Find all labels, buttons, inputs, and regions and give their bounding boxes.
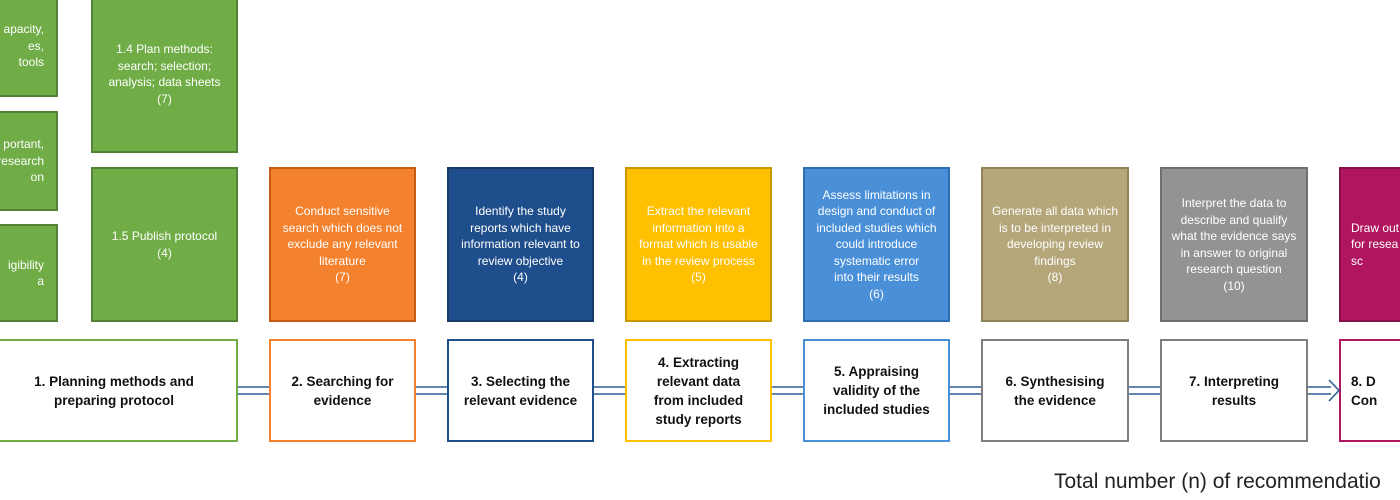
planning-box-eligibility-text: igibility a: [7, 257, 44, 289]
recommendation-synthesising-text: Generate all data which is to be interpr…: [991, 204, 1119, 285]
connector-7-8-arrowhead: [1328, 379, 1341, 402]
step-planning-label: 1. Planning methods and preparing protoc…: [34, 373, 194, 408]
recommendation-box-searching: Conduct sensitive search which does not …: [269, 167, 416, 322]
step-interpreting-label: 7. Interpreting results: [1188, 373, 1279, 408]
planning-box-plan-methods: 1.4 Plan methods: search; selection; ana…: [91, 0, 238, 153]
recommendation-box-selecting: Identify the study reports which have in…: [447, 167, 594, 322]
step-selecting-label: 3. Selecting the relevant evidence: [463, 373, 578, 408]
recommendation-box-synthesising: Generate all data which is to be interpr…: [981, 167, 1129, 322]
planning-box-publish-protocol-text: 1.5 Publish protocol (4): [111, 229, 218, 260]
step-box-appraising: 5. Appraising validity of the included s…: [803, 339, 950, 442]
step-appraising-label: 5. Appraising validity of the included s…: [823, 364, 930, 417]
planning-box-plan-methods-text: 1.4 Plan methods: search; selection; ana…: [108, 42, 221, 106]
recommendation-box-appraising: Assess limitations in design and conduct…: [803, 167, 950, 322]
step-extracting-label: 4. Extracting relevant data from include…: [653, 354, 744, 427]
planning-box-capacity: apacity, es, tools: [0, 0, 58, 97]
step-box-synthesising: 6. Synthesising the evidence: [981, 339, 1129, 442]
recommendation-box-conclusions: Draw out for resea sc: [1339, 167, 1400, 322]
recommendation-interpreting-text: Interpret the data to describe and quali…: [1171, 196, 1297, 293]
step-synthesising-label: 6. Synthesising the evidence: [1005, 373, 1105, 408]
footer-caption: Total number (n) of recommendatio: [1054, 470, 1381, 493]
planning-box-research-question-text: portant, research on: [0, 137, 44, 185]
step-box-selecting: 3. Selecting the relevant evidence: [447, 339, 594, 442]
step-box-searching: 2. Searching for evidence: [269, 339, 416, 442]
step-box-planning: 1. Planning methods and preparing protoc…: [0, 339, 238, 442]
recommendation-extracting-text: Extract the relevant information into a …: [639, 204, 758, 285]
step-searching-label: 2. Searching for evidence: [291, 373, 394, 408]
planning-box-capacity-text: apacity, es, tools: [3, 22, 44, 70]
recommendation-selecting-text: Identify the study reports which have in…: [461, 204, 580, 285]
step-box-extracting: 4. Extracting relevant data from include…: [625, 339, 772, 442]
recommendation-searching-text: Conduct sensitive search which does not …: [282, 204, 403, 285]
recommendation-box-extracting: Extract the relevant information into a …: [625, 167, 772, 322]
planning-box-publish-protocol: 1.5 Publish protocol (4): [91, 167, 238, 322]
recommendation-appraising-text: Assess limitations in design and conduct…: [816, 187, 937, 301]
recommendation-conclusions-text: Draw out for resea sc: [1351, 220, 1400, 268]
step-box-interpreting: 7. Interpreting results: [1160, 339, 1308, 442]
planning-box-eligibility: igibility a: [0, 224, 58, 322]
planning-box-research-question: portant, research on: [0, 111, 58, 211]
step-box-conclusions: 8. D Con: [1339, 339, 1400, 442]
recommendation-box-interpreting: Interpret the data to describe and quali…: [1160, 167, 1308, 322]
step-conclusions-label: 8. D Con: [1351, 373, 1378, 408]
